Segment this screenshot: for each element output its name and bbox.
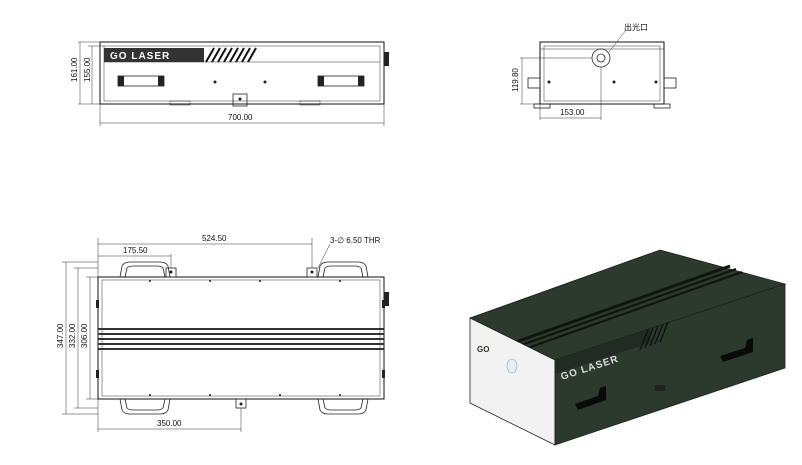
top-dims — [62, 238, 331, 432]
side-housing — [539, 41, 665, 105]
front-handle-left — [117, 75, 165, 87]
front-bracket — [232, 93, 248, 107]
render-handle-right — [720, 338, 753, 362]
front-dim-height-outer: 161.00 — [70, 57, 79, 82]
top-dim-handle-offset: 175.50 — [123, 246, 148, 255]
front-handle-right — [317, 75, 365, 87]
top-dim-depth-outer: 347.00 — [56, 323, 65, 348]
top-connector — [384, 292, 389, 306]
top-dim-bottom: 350.00 — [157, 419, 182, 428]
top-handle-top-right — [317, 261, 369, 278]
render-aperture — [506, 358, 518, 374]
front-inner-frame — [103, 45, 381, 102]
front-connector — [384, 52, 389, 66]
front-logo-bar — [104, 48, 204, 62]
side-handle-right — [663, 77, 677, 89]
front-view: GO LASER — [70, 41, 389, 126]
render-3d: GO LASER GO — [468, 249, 787, 446]
front-vent-stripes — [205, 47, 257, 63]
side-handle-left — [527, 77, 541, 89]
render-badge: GO — [477, 345, 489, 354]
top-dim-handle-spacing: 524.50 — [202, 234, 227, 243]
render-logo-band — [555, 329, 650, 374]
top-handle-top-left — [119, 261, 171, 278]
front-logo: GO LASER — [110, 51, 170, 62]
render-top-stripes — [509, 264, 743, 351]
top-handle-bottom-left — [119, 398, 171, 415]
top-view: 524.50 175.50 3-∅ 6.50 THR 347.00 332.00… — [56, 234, 389, 432]
output-label: 出光口 — [624, 22, 648, 32]
top-dim-depth-mid: 332.00 — [68, 323, 77, 348]
render-side-face — [554, 283, 786, 446]
top-center-stripes — [98, 328, 384, 350]
render-handle-left — [575, 386, 606, 410]
front-dims — [78, 41, 385, 126]
top-dim-depth-inner: 306.00 — [80, 323, 89, 348]
front-dim-height-inner: 155.00 — [83, 57, 92, 82]
front-dim-width: 700.00 — [228, 113, 253, 122]
side-view: 出光口 119.80 153.00 — [511, 22, 677, 120]
top-dim-thread: 3-∅ 6.50 THR — [330, 236, 381, 245]
render-side-vents — [639, 321, 669, 351]
side-dim-offset: 153.00 — [560, 108, 585, 117]
side-dim-height: 119.80 — [511, 68, 520, 92]
top-handle-bottom-right — [317, 398, 369, 415]
